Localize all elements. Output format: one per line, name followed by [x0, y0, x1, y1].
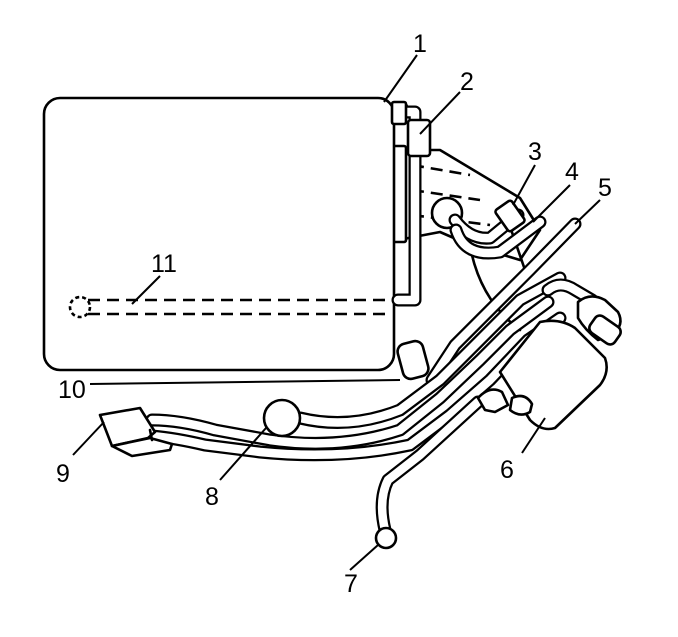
- callout-6: 6: [500, 456, 514, 484]
- evap-canister: [498, 295, 622, 431]
- callout-8: 8: [205, 483, 219, 511]
- hose-connector: [396, 339, 430, 381]
- internal-fuel-pickup: [68, 295, 388, 319]
- callout-4: 4: [565, 158, 579, 186]
- fuel-vapor-lines: [145, 217, 599, 462]
- vent-pipe: [449, 215, 547, 260]
- tank-top-fitting: [390, 100, 408, 126]
- callout-leaders: [72, 54, 601, 571]
- callout-labels: 1 2 3 4 5 6 7 8 9 10 11: [56, 30, 612, 598]
- callout-1: 1: [413, 30, 427, 58]
- callout-5: 5: [598, 174, 612, 202]
- callout-7: 7: [344, 570, 358, 598]
- drain-fitting: [374, 526, 398, 550]
- hose-clamp-fitting: [406, 118, 432, 158]
- drain-hose: [375, 388, 510, 537]
- callout-9: 9: [56, 460, 70, 488]
- callout-2: 2: [460, 68, 474, 96]
- fuel-tank: [42, 96, 396, 372]
- callout-3: 3: [528, 138, 542, 166]
- callout-11: 11: [151, 250, 177, 278]
- callout-10: 10: [58, 376, 86, 404]
- grommet: [262, 398, 302, 438]
- electrical-connector: [98, 406, 174, 458]
